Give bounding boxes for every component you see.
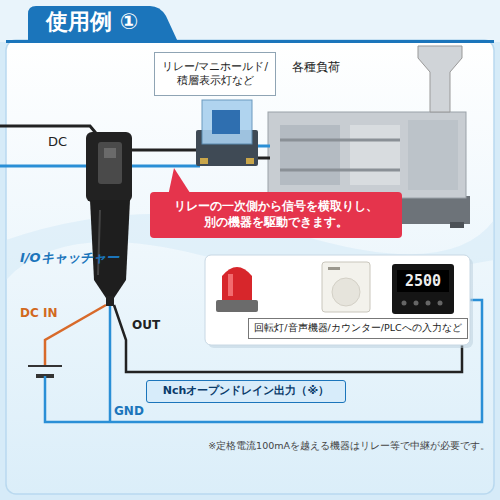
machine-panel — [280, 125, 340, 185]
output-type-box: Nchオープンドレイン出力（※） — [146, 380, 346, 403]
device-panel — [205, 255, 470, 345]
footnote: ※定格電流100mAを越える機器はリレー等で中継が必要です。 — [140, 440, 490, 451]
device-label-box: 回転灯/音声機器/カウンター/PLCへの入力など — [248, 318, 468, 339]
catcher-highlight — [98, 210, 100, 275]
machine-panel — [350, 125, 400, 185]
lamp-base — [216, 300, 258, 312]
pin-label: GND — [114, 404, 144, 418]
machine-rod — [280, 169, 400, 172]
catcher-cable — [106, 296, 114, 306]
machine-foot — [450, 222, 464, 228]
speaker-logo — [328, 267, 340, 270]
pin-label: DC IN — [20, 306, 57, 320]
relay-coil — [212, 110, 240, 134]
part-label-box: リレー/マニホールド/ 積層表示灯など — [154, 52, 276, 96]
relay-cover — [202, 100, 252, 144]
wire-gnd — [45, 300, 482, 422]
title-text: 使用例 ① — [46, 9, 138, 35]
machine-panel — [408, 120, 458, 190]
machine-body — [268, 112, 466, 198]
lamp-dome — [222, 267, 252, 300]
speaker-grille — [332, 278, 360, 306]
counter-button — [426, 301, 431, 306]
load-label: 各種負荷 — [292, 60, 340, 74]
battery-plus — [28, 365, 62, 367]
pin-label: OUT — [132, 318, 160, 332]
counter-display — [397, 270, 449, 292]
top-band — [0, 0, 500, 42]
counter-body — [392, 264, 454, 314]
callout-box: リレーの一次側から信号を横取りし、 別の機器を駆動できます。 — [150, 192, 402, 238]
relay-terminal — [200, 158, 208, 164]
wire-black — [256, 157, 270, 160]
counter-button — [438, 301, 443, 306]
lamp-highlight — [228, 274, 233, 296]
relay-terminal — [246, 158, 254, 164]
catcher-clip — [86, 132, 132, 202]
node-text: リレー/マニホールド/ 積層表示灯など — [158, 60, 272, 87]
counter-reading: 2500 — [397, 272, 449, 290]
signal-label: DC — [48, 134, 67, 150]
device-name: I/Oキャッチャー — [20, 250, 119, 266]
machine-rod — [280, 139, 400, 142]
node-text: 回転灯/音声機器/カウンター/PLCへの入力など — [254, 322, 461, 334]
speaker-box — [322, 262, 370, 312]
catcher-window — [98, 142, 122, 184]
catcher-body — [90, 200, 130, 298]
machine-hopper — [418, 46, 462, 112]
counter-button — [402, 301, 407, 306]
counter-button — [414, 301, 419, 306]
node-text: リレーの一次側から信号を横取りし、 別の機器を駆動できます。 — [156, 199, 396, 230]
frame — [6, 40, 494, 494]
title-tab — [28, 6, 178, 42]
wire-gnd — [109, 305, 112, 422]
catcher-led — [104, 148, 116, 158]
wire-blue — [256, 145, 270, 148]
node-text: Nchオープンドレイン出力（※） — [163, 384, 329, 398]
